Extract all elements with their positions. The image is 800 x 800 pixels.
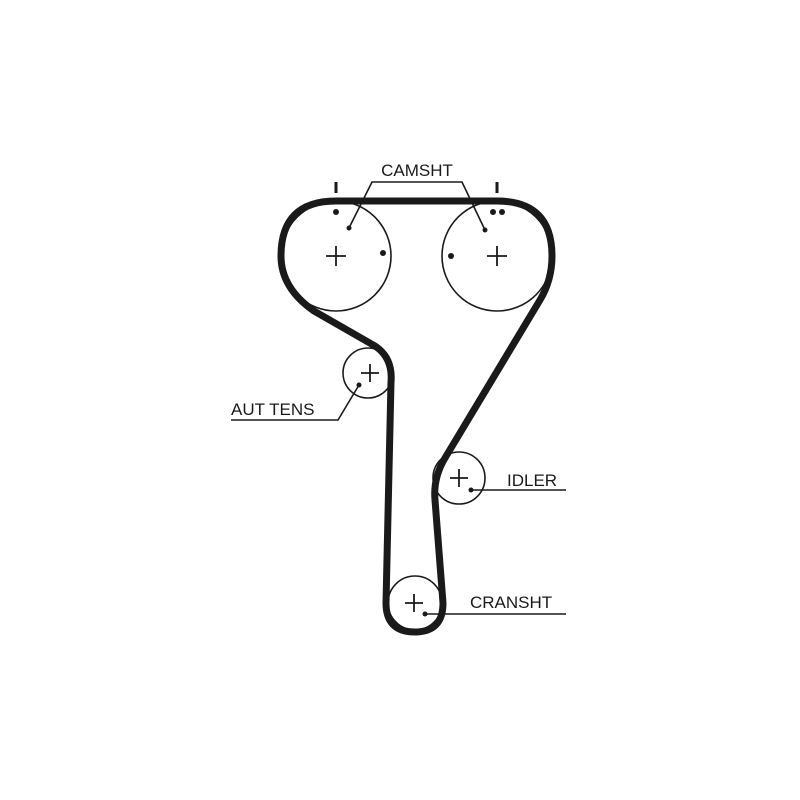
timing-belt	[277, 197, 556, 636]
crankshaft-label: CRANSHT	[470, 593, 552, 612]
left-camshaft-center-mark	[326, 246, 346, 266]
idler-label: IDLER	[507, 471, 557, 490]
right-camshaft-center-mark	[487, 246, 507, 266]
right-cam-timing-dot-top-a	[490, 209, 496, 215]
right-cam-timing-dot-side	[448, 253, 454, 259]
tensioner-center-mark	[361, 364, 379, 382]
tensioner-leader-line	[231, 384, 360, 421]
left-cam-timing-dot-top	[333, 209, 339, 215]
idler-center-mark	[450, 469, 468, 487]
camshaft-leader-end-right	[482, 227, 488, 233]
camshaft-leader-end-left	[346, 225, 352, 231]
idler-leader-end	[468, 487, 474, 493]
camshaft-leader-line	[348, 181, 486, 231]
crankshaft-center-mark	[405, 594, 423, 612]
tensioner-leader-end	[356, 382, 362, 388]
left-cam-timing-dot-side	[380, 250, 386, 256]
camshaft-label: CAMSHT	[381, 161, 453, 180]
tensioner-label: AUT TENS	[231, 400, 314, 419]
right-cam-timing-dot-top-b	[499, 209, 505, 215]
crankshaft-leader-end	[422, 611, 428, 617]
